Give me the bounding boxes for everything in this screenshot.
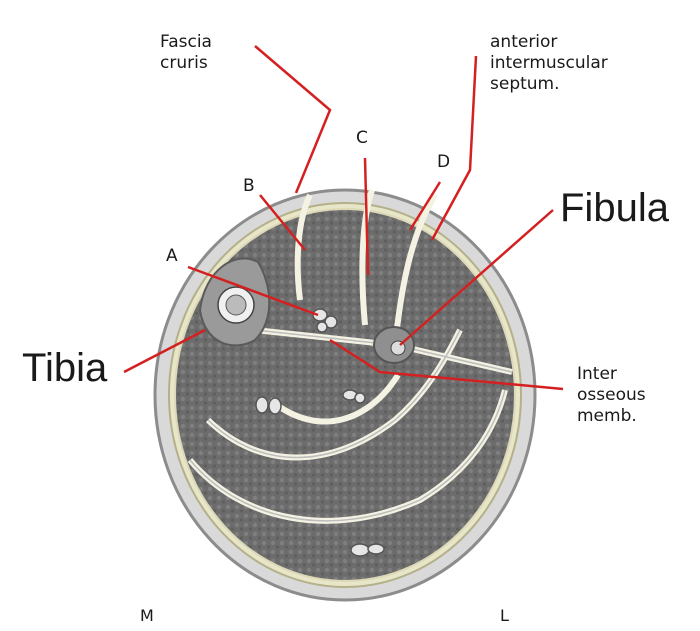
label-medial: M bbox=[140, 606, 154, 625]
label-fibula: Fibula bbox=[560, 186, 669, 230]
vessels bbox=[255, 308, 385, 557]
leader-c bbox=[363, 157, 370, 276]
leader-fascia-cruris bbox=[254, 45, 332, 194]
label-lateral: L bbox=[500, 606, 509, 625]
label-interosseous-membrane: Inter osseous memb. bbox=[577, 364, 646, 426]
leader-anterior-septum bbox=[430, 55, 478, 241]
leader-a bbox=[187, 265, 319, 317]
leader-tibia bbox=[123, 328, 206, 374]
leader-b bbox=[259, 194, 306, 251]
label-b: B bbox=[243, 176, 255, 196]
label-a: A bbox=[166, 246, 178, 266]
label-c: C bbox=[356, 128, 368, 148]
label-anterior-intermuscular-septum: anterior intermuscular septum. bbox=[490, 32, 608, 94]
leader-interosseous bbox=[329, 338, 564, 391]
label-tibia: Tibia bbox=[22, 346, 108, 390]
leader-fibula bbox=[399, 209, 554, 346]
label-fascia-cruris: Fascia cruris bbox=[160, 32, 212, 73]
label-d: D bbox=[437, 152, 451, 172]
leader-lines bbox=[123, 45, 564, 391]
leader-d bbox=[408, 181, 442, 231]
